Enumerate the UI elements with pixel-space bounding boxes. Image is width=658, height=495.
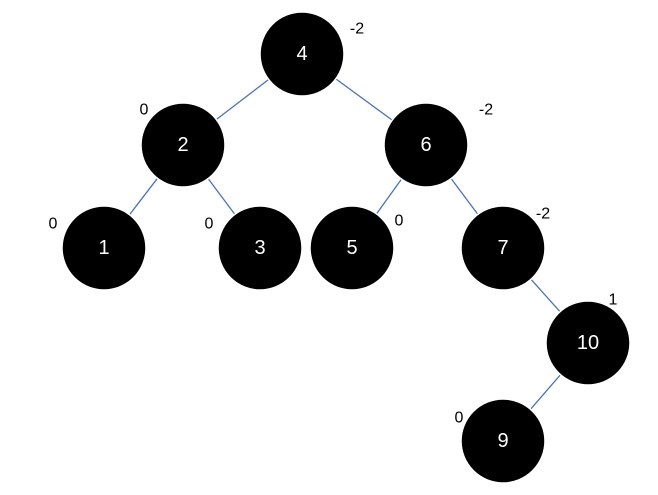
edge-n10-n9 <box>530 374 561 410</box>
edge-n6-n7 <box>450 178 479 215</box>
node-circle <box>140 102 226 188</box>
tree-node-2: 2 <box>140 102 226 188</box>
balance-factor-2: 0 <box>140 102 149 119</box>
node-circle <box>383 102 469 188</box>
node-label: 9 <box>497 430 508 452</box>
tree-node-4: 4 <box>259 11 345 97</box>
node-label: 7 <box>497 237 508 259</box>
edge-n2-n1 <box>129 177 158 216</box>
node-circle <box>460 398 546 484</box>
node-label: 5 <box>346 237 357 259</box>
balance-factor-4: -2 <box>350 21 364 38</box>
node-label: 10 <box>577 332 599 354</box>
edge-n4-n2 <box>215 78 270 121</box>
tree-node-3: 3 <box>217 205 303 291</box>
tree-node-6: 6 <box>383 102 469 188</box>
node-label: 3 <box>254 237 265 259</box>
edges-layer <box>129 78 561 410</box>
balance-factor-9: 0 <box>455 410 464 427</box>
balance-factor-10: 1 <box>609 292 618 309</box>
balance-factor-1: 0 <box>49 216 58 233</box>
node-label: 4 <box>296 43 307 65</box>
node-label: 2 <box>177 134 188 156</box>
tree-node-5: 5 <box>309 205 395 291</box>
tree-node-1: 1 <box>61 205 147 291</box>
node-circle <box>545 300 631 386</box>
node-circle <box>217 205 303 291</box>
balance-factor-5: 0 <box>395 213 404 230</box>
balance-factor-3: 0 <box>205 216 214 233</box>
balance-factor-7: -2 <box>536 206 550 223</box>
node-circle <box>460 205 546 291</box>
node-circle <box>61 205 147 291</box>
edge-n4-n6 <box>335 78 393 121</box>
tree-node-10: 10 <box>545 300 631 386</box>
edge-n7-n10 <box>530 278 561 313</box>
node-label: 1 <box>98 237 109 259</box>
tree-node-9: 9 <box>460 398 546 484</box>
edge-n6-n5 <box>375 178 403 215</box>
balance-factor-6: -2 <box>479 102 493 119</box>
node-circle <box>309 205 395 291</box>
edge-n2-n3 <box>207 178 236 215</box>
node-circle <box>259 11 345 97</box>
tree-node-7: 7 <box>460 205 546 291</box>
node-label: 6 <box>420 134 431 156</box>
